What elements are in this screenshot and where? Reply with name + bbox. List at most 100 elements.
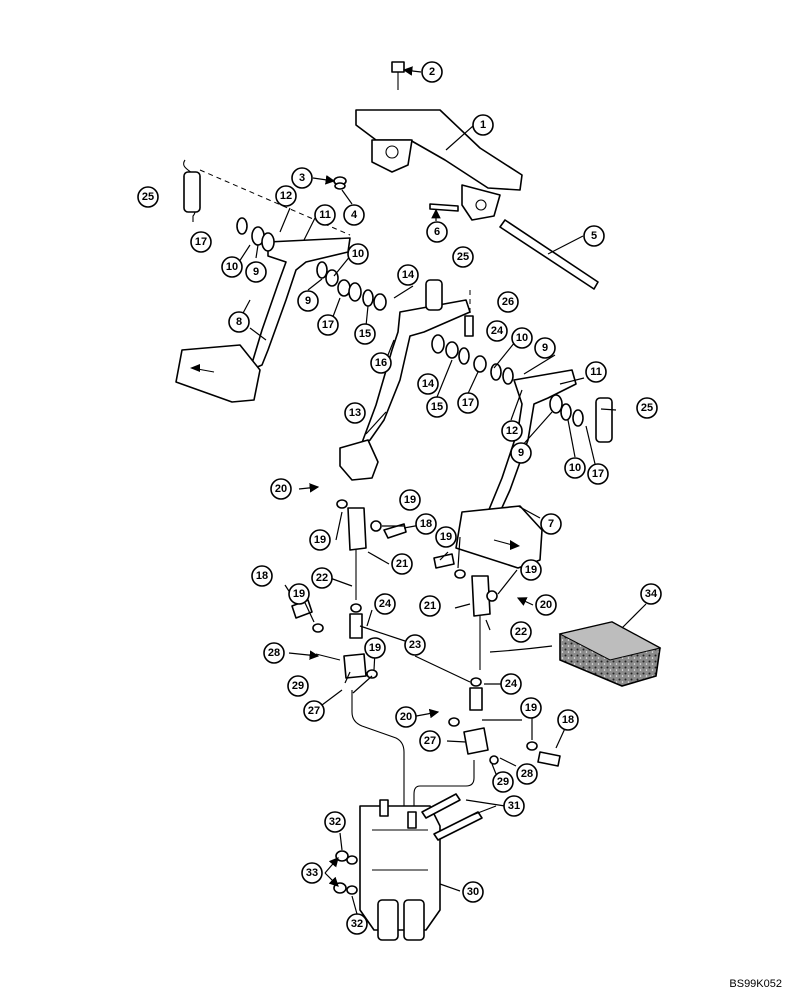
svg-text:24: 24 [491,325,504,337]
svg-text:17: 17 [322,319,334,331]
svg-text:24: 24 [505,678,518,690]
svg-text:3: 3 [299,172,305,184]
svg-text:18: 18 [420,518,432,530]
callout-32a: 32 [324,811,346,833]
svg-text:19: 19 [314,534,326,546]
svg-text:19: 19 [369,642,381,654]
callout-11b: 11 [585,361,607,383]
callout-27b: 27 [419,730,441,752]
svg-text:19: 19 [440,531,452,543]
callout-21a: 21 [391,553,413,575]
callout-17d: 17 [587,463,609,485]
callout-14a: 14 [397,264,419,286]
callout-18b: 18 [251,565,273,587]
clutch-pedal [359,299,471,449]
svg-text:14: 14 [422,378,435,390]
svg-text:2: 2 [429,66,435,78]
svg-text:27: 27 [308,705,320,717]
svg-text:19: 19 [293,588,305,600]
callout-30: 30 [462,881,484,903]
callout-19a: 19 [399,489,421,511]
callout-10d: 10 [564,457,586,479]
callout-11a: 11 [314,204,336,226]
callout-22b: 22 [510,621,532,643]
callout-10b: 10 [347,243,369,265]
svg-text:6: 6 [434,226,440,238]
leader-lines [236,66,647,915]
svg-text:34: 34 [645,588,658,600]
callout-9c: 9 [534,337,556,359]
callout-28b: 28 [516,763,538,785]
callout-8: 8 [228,311,250,333]
svg-text:11: 11 [319,209,331,221]
svg-text:10: 10 [516,332,528,344]
callout-1: 1 [472,114,494,136]
callout-15a: 15 [354,323,376,345]
svg-text:20: 20 [540,599,552,611]
callout-21b: 21 [419,595,441,617]
drawing-reference: BS99K052 [729,978,782,990]
svg-text:18: 18 [256,570,268,582]
svg-text:24: 24 [379,598,392,610]
callout-12b: 12 [501,420,523,442]
svg-text:8: 8 [236,316,242,328]
callout-9d: 9 [510,442,532,464]
svg-text:29: 29 [497,776,509,788]
callout-19e: 19 [520,559,542,581]
svg-text:12: 12 [280,190,292,202]
callout-9b: 9 [297,290,319,312]
callout-22a: 22 [311,567,333,589]
svg-text:31: 31 [508,800,520,812]
callouts: 1 2 3 4 5 6 7 8 9 9 9 9 10 10 10 10 11 1… [137,61,662,935]
callout-17a: 17 [190,231,212,253]
svg-text:25: 25 [641,402,653,414]
svg-text:9: 9 [305,295,311,307]
callout-19g: 19 [520,697,542,719]
callout-32b: 32 [346,913,368,935]
svg-text:14: 14 [402,269,415,281]
clevis-right [471,575,491,617]
callout-27a: 27 [303,700,325,722]
svg-text:9: 9 [518,447,524,459]
svg-text:10: 10 [569,462,581,474]
svg-text:28: 28 [521,768,533,780]
svg-text:17: 17 [195,236,207,248]
callout-20c: 20 [395,706,417,728]
svg-text:19: 19 [404,494,416,506]
svg-text:1: 1 [480,119,486,131]
svg-text:22: 22 [316,572,328,584]
svg-text:10: 10 [226,261,238,273]
callout-23: 23 [404,634,426,656]
callout-20b: 20 [535,594,557,616]
svg-text:19: 19 [525,702,537,714]
svg-text:21: 21 [396,558,408,570]
bolt [391,61,405,73]
callout-26: 26 [497,291,519,313]
svg-text:32: 32 [351,918,363,930]
svg-text:7: 7 [548,518,554,530]
callout-19d: 19 [288,583,310,605]
svg-text:30: 30 [467,886,479,898]
brake-valve [359,805,441,931]
callout-3: 3 [291,167,313,189]
callout-6: 6 [426,221,448,243]
svg-text:28: 28 [268,647,280,659]
pivot-shaft [499,219,599,290]
callout-25b: 25 [452,246,474,268]
callout-19f: 19 [364,637,386,659]
callout-29a: 29 [287,675,309,697]
callout-25c: 25 [636,397,658,419]
callout-14b: 14 [417,373,439,395]
callout-17b: 17 [317,314,339,336]
callout-33: 33 [301,862,323,884]
callout-34: 34 [640,583,662,605]
callout-18a: 18 [415,513,437,535]
callout-16: 16 [370,352,392,374]
svg-text:26: 26 [502,296,514,308]
callout-18c: 18 [557,709,579,731]
svg-text:5: 5 [591,230,597,242]
callout-28a: 28 [263,642,285,664]
svg-text:18: 18 [562,714,574,726]
svg-text:13: 13 [349,407,361,419]
